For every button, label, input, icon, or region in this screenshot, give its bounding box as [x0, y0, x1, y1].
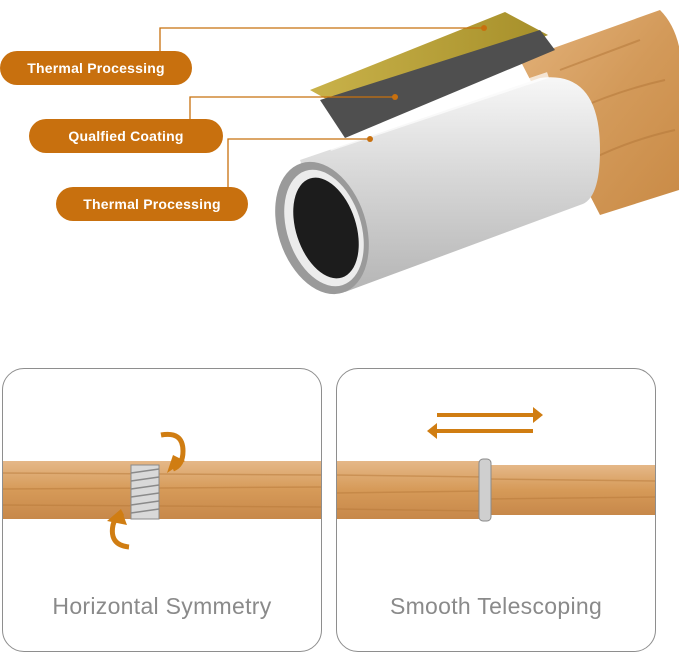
tube-layers-illustration — [159, 10, 679, 295]
wood-rod — [3, 461, 321, 519]
callout-label: Thermal Processing — [27, 60, 165, 76]
callout-lines — [159, 27, 482, 188]
inner-wood-rod — [489, 465, 655, 515]
tube-opening — [275, 161, 369, 295]
callout-qualified-coating: Qualfied Coating — [29, 119, 223, 153]
panel-horizontal-symmetry: Horizontal Symmetry — [2, 368, 322, 652]
panel-smooth-telescoping: Smooth Telescoping — [336, 368, 656, 652]
panel-caption: Horizontal Symmetry — [52, 593, 272, 619]
dark-coating-layer — [320, 30, 555, 138]
panel-caption: Smooth Telescoping — [389, 593, 603, 619]
horizontal-symmetry-illustration — [3, 431, 321, 550]
threaded-joint — [130, 464, 160, 520]
callout-thermal-processing-bottom: Thermal Processing — [56, 187, 248, 221]
smooth-telescoping-illustration — [337, 407, 655, 522]
callout-label: Thermal Processing — [83, 196, 221, 212]
sliding-arrows-icon — [427, 407, 543, 439]
metal-tube-body — [300, 72, 600, 292]
callout-label: Qualfied Coating — [68, 128, 184, 144]
telescoping-joint — [478, 458, 492, 522]
callout-thermal-processing-top: Thermal Processing — [0, 51, 192, 85]
callout-dots — [367, 25, 487, 142]
